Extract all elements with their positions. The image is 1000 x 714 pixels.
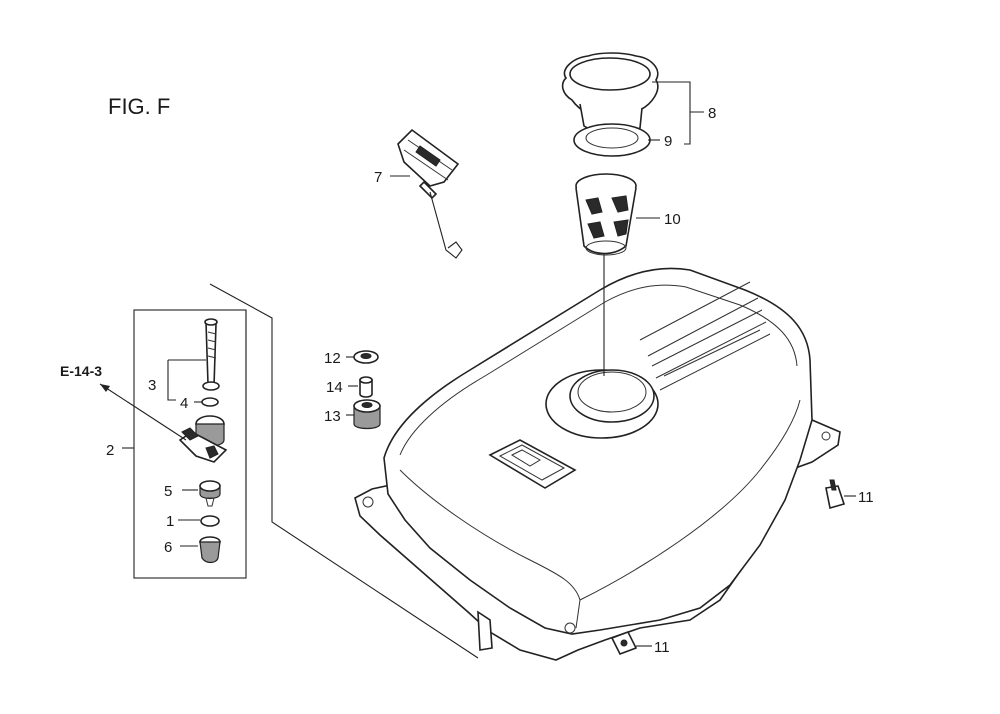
callout-leaders [122,81,856,647]
callout-1: 1 [166,513,174,530]
callout-11-bottom: 11 [654,639,670,656]
fuel-cap [561,52,659,135]
collar-14 [359,376,373,398]
callout-10: 10 [664,211,681,228]
fuel-gauge [397,128,463,259]
callout-3: 3 [148,377,156,394]
nut-11-bottom [610,630,638,656]
callout-2: 2 [106,442,114,459]
reference-label: E-14-3 [60,363,102,379]
callout-9: 9 [664,133,672,150]
mount-rubber-13 [353,399,381,430]
callout-13: 13 [324,408,341,425]
callout-14: 14 [326,379,343,396]
grommet-12 [353,350,379,364]
fuel-cock-assembly [133,283,479,659]
callout-4: 4 [180,395,188,412]
nut-11-right [825,479,846,510]
reference-arrow [99,383,187,441]
callout-11-right: 11 [858,489,874,506]
fuel-strainer [575,173,637,256]
fuel-tank [354,267,841,661]
cap-gasket [573,123,651,157]
figure-title: FIG. F [108,94,170,119]
callout-5: 5 [164,483,172,500]
callout-12: 12 [324,350,341,367]
callout-6: 6 [164,539,172,556]
callout-7: 7 [374,169,382,186]
callout-8: 8 [708,105,716,122]
